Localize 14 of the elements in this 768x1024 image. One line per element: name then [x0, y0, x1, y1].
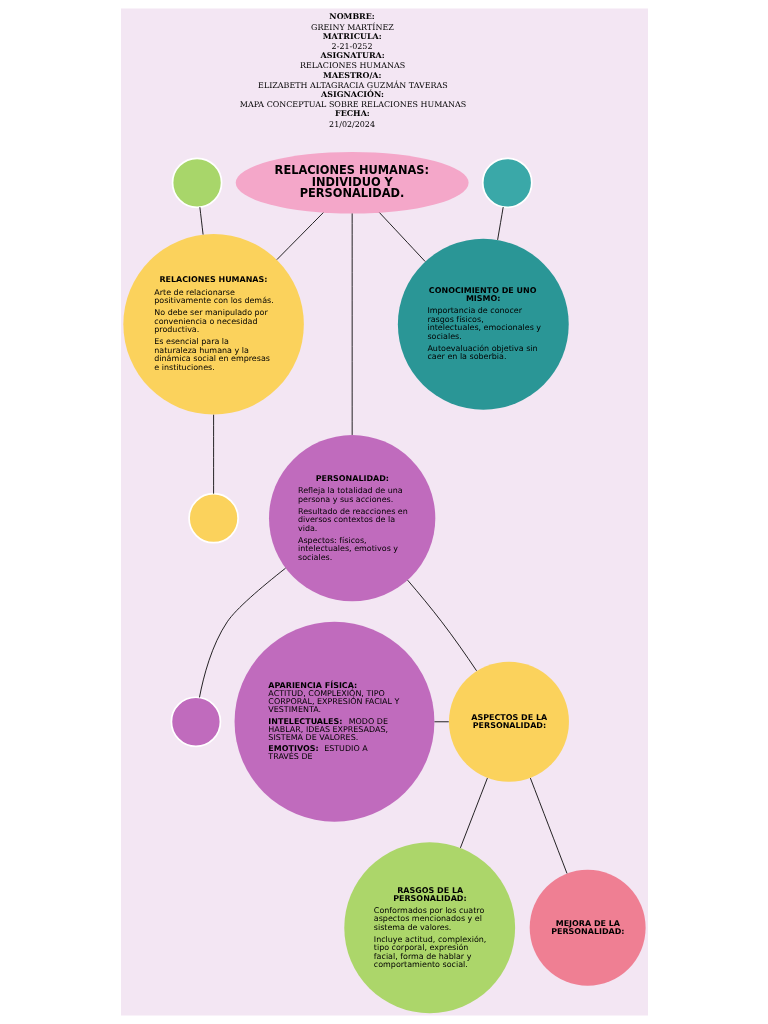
connector [529, 777, 567, 874]
connector [406, 579, 477, 672]
node-circle [171, 157, 222, 209]
node-circle [170, 696, 221, 748]
connector [496, 206, 504, 241]
connector [198, 206, 203, 235]
node-ellipse: RELACIONES HUMANAS: INDIVIDUO Y PERSONALIDAD. [235, 152, 469, 214]
connector [275, 212, 324, 261]
node-circle [481, 157, 533, 209]
connector [459, 777, 488, 849]
connector [198, 567, 286, 698]
node-circle [187, 492, 239, 544]
connector [212, 414, 214, 495]
connector [378, 212, 426, 262]
